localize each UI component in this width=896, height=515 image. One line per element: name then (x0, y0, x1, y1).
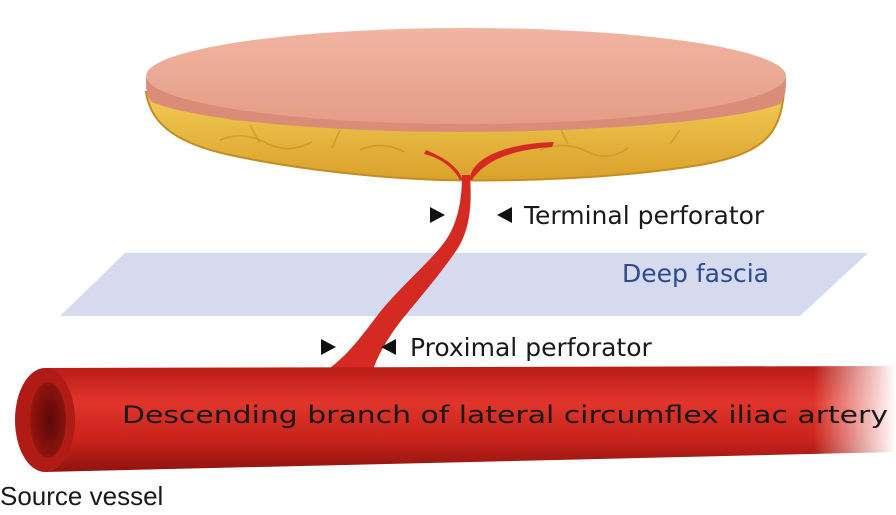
terminal-perforator-arrows (430, 207, 512, 223)
arrow-left-icon (497, 207, 512, 223)
deep-fascia-label: Deep fascia (622, 259, 769, 288)
artery-name-label: Descending branch of lateral circumflex … (122, 401, 888, 429)
proximal-perforator-label: Proximal perforator (410, 333, 653, 362)
source-vessel-label: Source vessel (0, 481, 163, 511)
arrow-right-icon (321, 339, 336, 355)
arrow-right-icon (430, 207, 445, 223)
terminal-perforator-label: Terminal perforator (523, 201, 765, 230)
skin-layer (146, 28, 786, 132)
